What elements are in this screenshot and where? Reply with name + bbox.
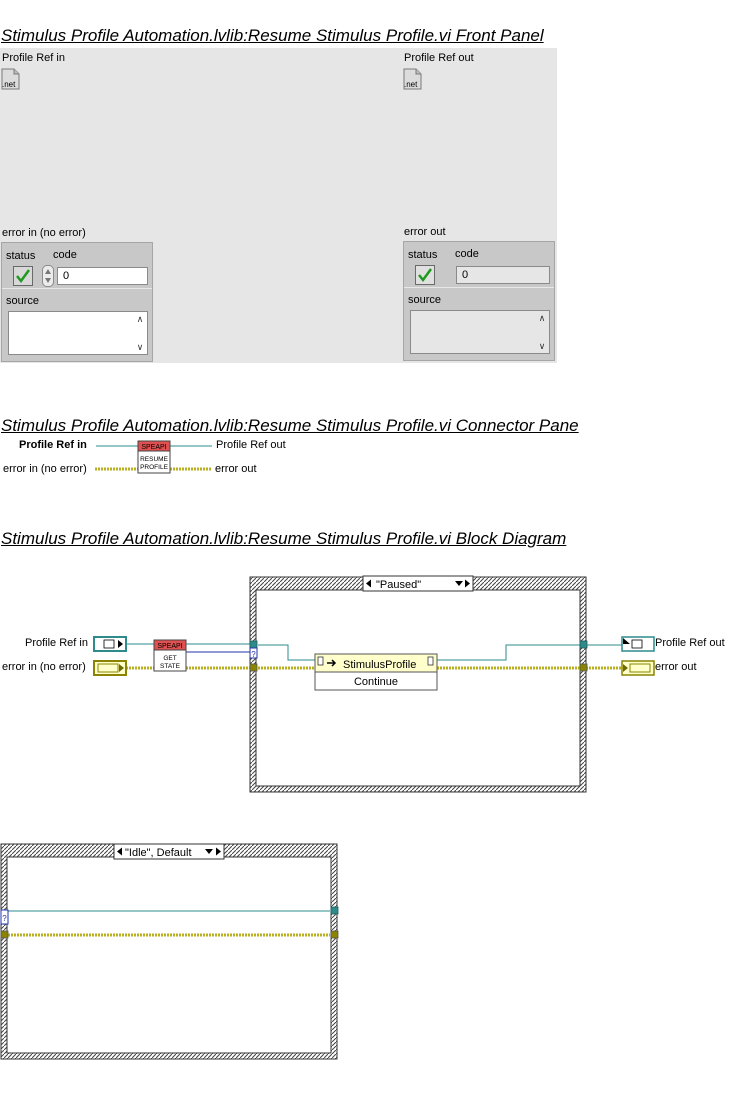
resume-profile-subvi-icon: SPEAPI RESUME PROFILE: [137, 440, 171, 474]
svg-text:SPEAPI: SPEAPI: [157, 643, 182, 650]
front-panel-title: Stimulus Profile Automation.lvlib:Resume…: [1, 26, 544, 45]
svg-text:RESUME: RESUME: [140, 456, 168, 463]
check-icon: [16, 269, 31, 284]
check-icon: [418, 268, 433, 283]
error-out-code-label: code: [455, 248, 479, 260]
error-in-source-label: source: [6, 295, 40, 307]
connector-pane-title: Stimulus Profile Automation.lvlib:Resume…: [1, 416, 579, 435]
front-panel: Profile Ref in .net Profile Ref out .net…: [0, 48, 557, 363]
profile-ref-in-terminal: [93, 636, 127, 652]
svg-text:PROFILE: PROFILE: [140, 464, 168, 471]
net-icon-text: .net: [2, 80, 16, 89]
cp-error-out: error out: [215, 463, 257, 475]
block-diagram-canvas: "Paused" StimulusProfile Continue ? SPEA…: [0, 575, 655, 1060]
error-in-source-field[interactable]: ∧ ∨: [8, 311, 148, 355]
bd-profile-ref-in-label: Profile Ref in: [25, 637, 88, 649]
error-in-code-spinner[interactable]: [42, 265, 54, 287]
scroll-up-icon[interactable]: ∧: [136, 314, 144, 324]
error-in-code-field[interactable]: 0: [57, 267, 148, 285]
bd-error-out-label: error out: [655, 661, 697, 673]
error-out-source-field: ∧ ∨: [410, 310, 550, 354]
case-selector-idle: "Idle", Default: [113, 843, 225, 860]
invoke-node-continue: StimulusProfile Continue: [314, 653, 438, 691]
scroll-up-icon[interactable]: ∧: [538, 313, 546, 323]
net-refnum-out-icon: .net: [403, 68, 422, 90]
bd-profile-ref-out-label: Profile Ref out: [655, 637, 725, 649]
cp-profile-ref-out: Profile Ref out: [216, 439, 286, 451]
profile-ref-out-label: Profile Ref out: [404, 52, 474, 64]
svg-text:.net: .net: [404, 80, 418, 89]
net-refnum-icon[interactable]: .net: [1, 68, 20, 90]
case-selector-paused: "Paused": [362, 575, 474, 592]
error-in-status-label: status: [6, 250, 36, 262]
svg-text:?: ?: [2, 914, 7, 923]
error-out-label: error out: [404, 226, 446, 238]
error-in-status-checkbox[interactable]: [13, 266, 33, 286]
connector-pane-diagram: SPEAPI RESUME PROFILE: [95, 440, 212, 474]
error-out-cluster: status code 0 source ∧ ∨: [403, 241, 555, 361]
error-out-code-field: 0: [456, 266, 550, 284]
spin-arrows-icon: [45, 269, 51, 283]
svg-text:"Paused": "Paused": [376, 579, 421, 591]
scroll-down-icon[interactable]: ∨: [136, 342, 144, 352]
bd-error-in-label: error in (no error): [2, 661, 86, 673]
svg-text:Continue: Continue: [354, 676, 398, 688]
cp-profile-ref-in: Profile Ref in: [19, 439, 87, 451]
case-selector-terminal-1: ?: [249, 647, 258, 659]
svg-text:?: ?: [251, 650, 256, 659]
svg-text:SPEAPI: SPEAPI: [141, 444, 166, 451]
svg-text:"Idle", Default: "Idle", Default: [125, 847, 192, 859]
error-out-status-label: status: [408, 249, 438, 261]
svg-text:GET: GET: [163, 655, 176, 662]
error-out-terminal: [621, 660, 655, 676]
get-state-subvi-icon: SPEAPI GET STATE: [153, 639, 187, 672]
profile-ref-out-terminal: [621, 636, 655, 652]
svg-text:StimulusProfile: StimulusProfile: [343, 659, 416, 671]
profile-ref-in-label: Profile Ref in: [2, 52, 65, 64]
error-in-code-label: code: [53, 249, 77, 261]
scroll-down-icon[interactable]: ∨: [538, 341, 546, 351]
error-in-cluster: status code 0 source ∧ ∨: [1, 242, 153, 362]
case-structure-idle-default: "Idle", Default: [0, 843, 338, 1060]
error-out-status-indicator: [415, 265, 435, 285]
svg-text:STATE: STATE: [160, 663, 181, 670]
cp-error-in: error in (no error): [3, 463, 87, 475]
error-in-label: error in (no error): [2, 227, 86, 239]
error-out-source-label: source: [408, 294, 442, 306]
case-selector-terminal-2: ?: [0, 909, 9, 925]
block-diagram-title: Stimulus Profile Automation.lvlib:Resume…: [1, 529, 567, 548]
error-in-terminal: [93, 660, 127, 676]
